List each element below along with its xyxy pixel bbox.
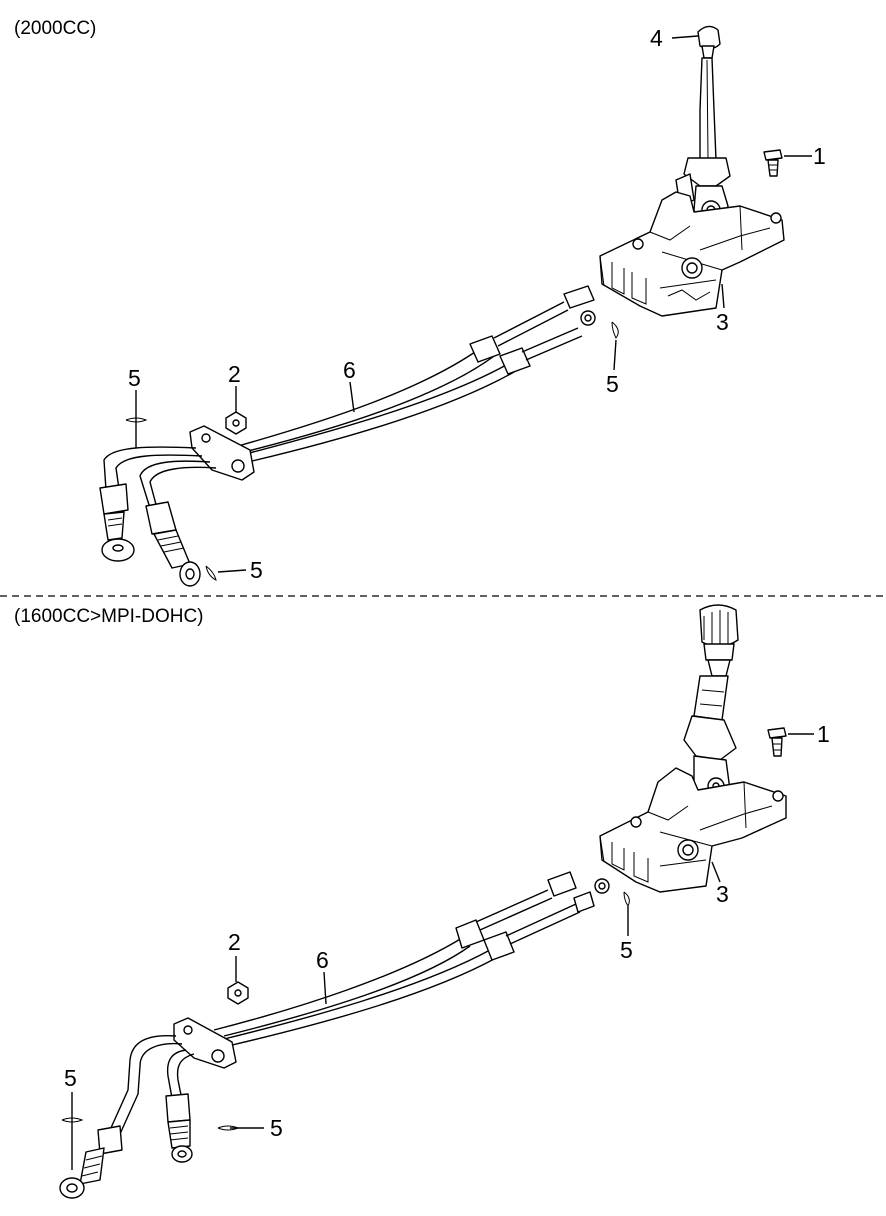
clip-left-drawing-2: [61, 1117, 84, 1123]
nut-drawing: [225, 411, 247, 435]
nut-drawing-2: [227, 981, 249, 1005]
callout-4: 4: [650, 25, 663, 51]
cable-drawing-2: [59, 871, 610, 1199]
leader-6: [349, 381, 355, 413]
callout-2-b: 2: [228, 929, 241, 955]
leader-3: [721, 283, 725, 309]
bolt-drawing: [763, 149, 783, 177]
callout-5-left: 5: [128, 365, 141, 391]
callout-3: 3: [716, 309, 729, 335]
shifter-base-drawing-2: [599, 767, 787, 893]
leader-4: [671, 35, 699, 39]
callout-6-b: 6: [316, 947, 329, 973]
section-1600cc: 1 3 2 6 5 5 5: [59, 604, 830, 1199]
section-2000cc: 4 1 3 2 6 5 5 5: [99, 25, 826, 587]
clip-left-drawing: [125, 417, 148, 423]
shift-knob-drawing: [697, 25, 721, 59]
callout-5-left-b: 5: [64, 1065, 77, 1091]
callout-1: 1: [813, 143, 826, 169]
callout-5-lower: 5: [250, 557, 263, 583]
leader-5-lower: [217, 569, 247, 573]
callout-2: 2: [228, 361, 241, 387]
callout-1-b: 1: [817, 721, 830, 747]
callout-3-b: 3: [716, 881, 729, 907]
callout-6: 6: [343, 357, 356, 383]
shifter-base-drawing: [599, 191, 785, 317]
clip-right-drawing: [611, 321, 619, 339]
leader-5-right: [613, 339, 617, 371]
callout-5-right: 5: [606, 371, 619, 397]
leader-3-b: [711, 861, 721, 883]
clip-lower-drawing: [205, 565, 217, 581]
bolt-drawing-2: [767, 727, 787, 757]
callout-5-right-b: 5: [620, 937, 633, 963]
section-title-2000cc: (2000CC): [14, 18, 97, 39]
cable-drawing: [99, 285, 596, 587]
section-title-1600cc: (1600CC>MPI-DOHC): [14, 606, 204, 627]
leader-6-b: [323, 971, 327, 1005]
clip-right-drawing-2: [623, 891, 630, 907]
callout-5-lower-b: 5: [270, 1115, 283, 1141]
